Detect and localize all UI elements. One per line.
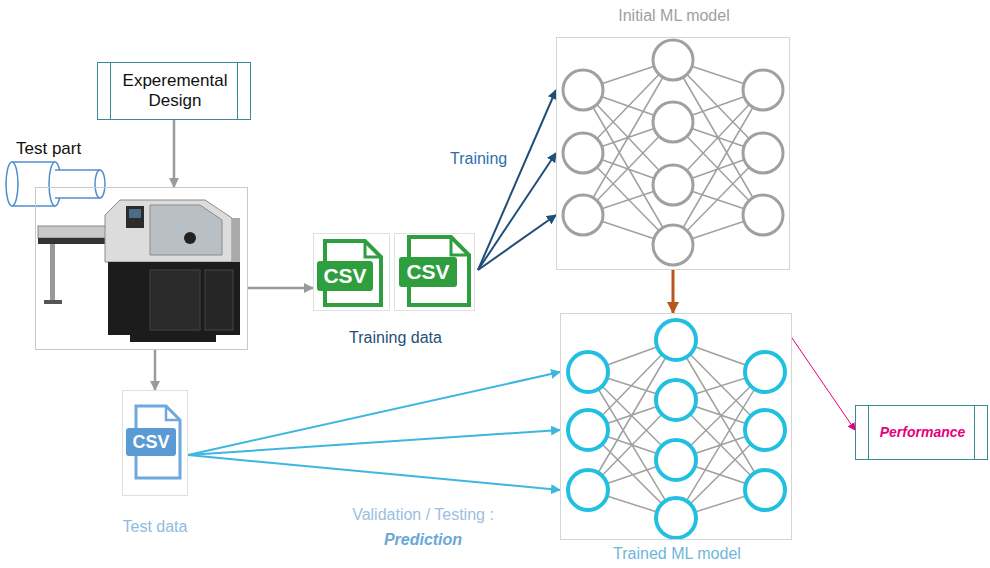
process-box: Performance [855, 405, 988, 460]
model-title: Initial ML model [557, 7, 791, 25]
flow-arrow [478, 153, 556, 270]
flow-arrow [173, 120, 176, 187]
data-label: Training data [313, 329, 478, 347]
model-title: Trained ML model [561, 545, 793, 563]
flow-label: Validation / Testing : [318, 506, 528, 524]
side-rule [110, 63, 111, 119]
flow-label: Training [450, 150, 530, 168]
flow-label: Prediction [318, 531, 528, 549]
flow-arrow [188, 372, 560, 455]
side-rule [237, 63, 238, 119]
file-type: CSV [126, 428, 176, 456]
flow-arrow [188, 430, 560, 455]
flow-arrow [188, 455, 560, 490]
flow-arrow [478, 215, 556, 270]
flow-arrow [478, 90, 556, 270]
part-label: Test part [16, 139, 106, 159]
machine-frame: Test part [35, 187, 248, 350]
box-label: Experemental Design [113, 71, 237, 110]
model-box: Initial ML model [556, 37, 790, 270]
flow-arrow [154, 350, 157, 390]
flow-arrow [792, 338, 855, 430]
test-part-icon [6, 162, 105, 206]
lathe-machine [38, 200, 240, 342]
process-box: Experemental Design [97, 62, 251, 120]
csv-files: CSV CSV Training data [313, 233, 478, 351]
model-box: Trained ML model [560, 313, 792, 540]
data-label: Test data [105, 518, 205, 536]
side-rule [974, 406, 975, 459]
initial-network [563, 40, 783, 265]
file-type: CSV [317, 261, 373, 291]
flow-arrow [248, 287, 313, 290]
csv-file: CSVTest data [122, 390, 188, 496]
flow-arrow [672, 270, 675, 313]
trained-network [568, 320, 785, 538]
side-rule [868, 406, 869, 459]
result-label: Performance [870, 424, 975, 440]
file-type: CSV [399, 257, 457, 287]
